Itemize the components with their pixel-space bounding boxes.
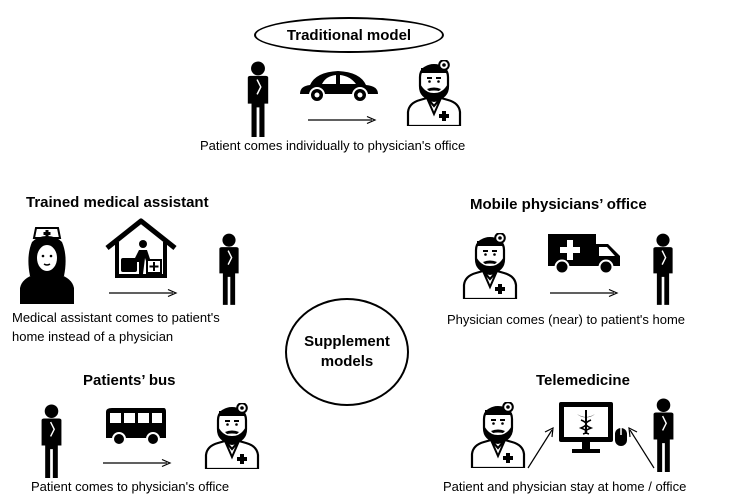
physician-icon xyxy=(467,402,529,468)
patient-icon xyxy=(243,61,273,137)
arrow-icon xyxy=(527,426,554,469)
arrow-icon xyxy=(308,115,377,125)
telemedicine-title: Telemedicine xyxy=(536,372,630,389)
bus-title: Patients’ bus xyxy=(83,372,176,389)
patient-icon xyxy=(649,233,677,305)
physician-icon xyxy=(201,403,263,469)
physician-icon xyxy=(459,233,521,299)
mobile-caption: Physician comes (near) to patient's home xyxy=(447,312,686,327)
mobile-title: Mobile physicians’ office xyxy=(470,196,647,213)
supplement-models-title-line2: models xyxy=(320,353,374,370)
house-icon xyxy=(105,218,177,278)
bus-icon xyxy=(106,408,166,446)
patient-icon xyxy=(649,398,678,472)
nurse-icon xyxy=(16,226,78,304)
patient-icon xyxy=(215,233,243,305)
physician-icon xyxy=(403,60,465,126)
assistant-caption-line2: home instead of a physician xyxy=(12,329,174,344)
arrow-icon xyxy=(109,288,178,298)
traditional-caption: Patient comes individually to physician'… xyxy=(200,138,466,153)
arrow-icon xyxy=(550,288,619,298)
traditional-model-title: Traditional model xyxy=(286,26,412,44)
arrow-icon xyxy=(103,458,172,468)
assistant-caption-line1: Medical assistant comes to patient's xyxy=(12,310,220,325)
telemedicine-caption: Patient and physician stay at home / off… xyxy=(443,479,687,494)
arrow-icon xyxy=(628,426,655,469)
supplement-models-oval: Supplement models xyxy=(285,298,409,406)
traditional-model-oval: Traditional model xyxy=(254,17,444,53)
computer-icon xyxy=(559,402,627,453)
car-icon xyxy=(300,71,378,103)
assistant-title: Trained medical assistant xyxy=(26,194,209,211)
supplement-models-title-line1: Supplement xyxy=(304,333,390,350)
ambulance-icon xyxy=(548,234,620,275)
patient-icon xyxy=(37,404,66,478)
bus-caption: Patient comes to physician's office xyxy=(31,479,230,494)
